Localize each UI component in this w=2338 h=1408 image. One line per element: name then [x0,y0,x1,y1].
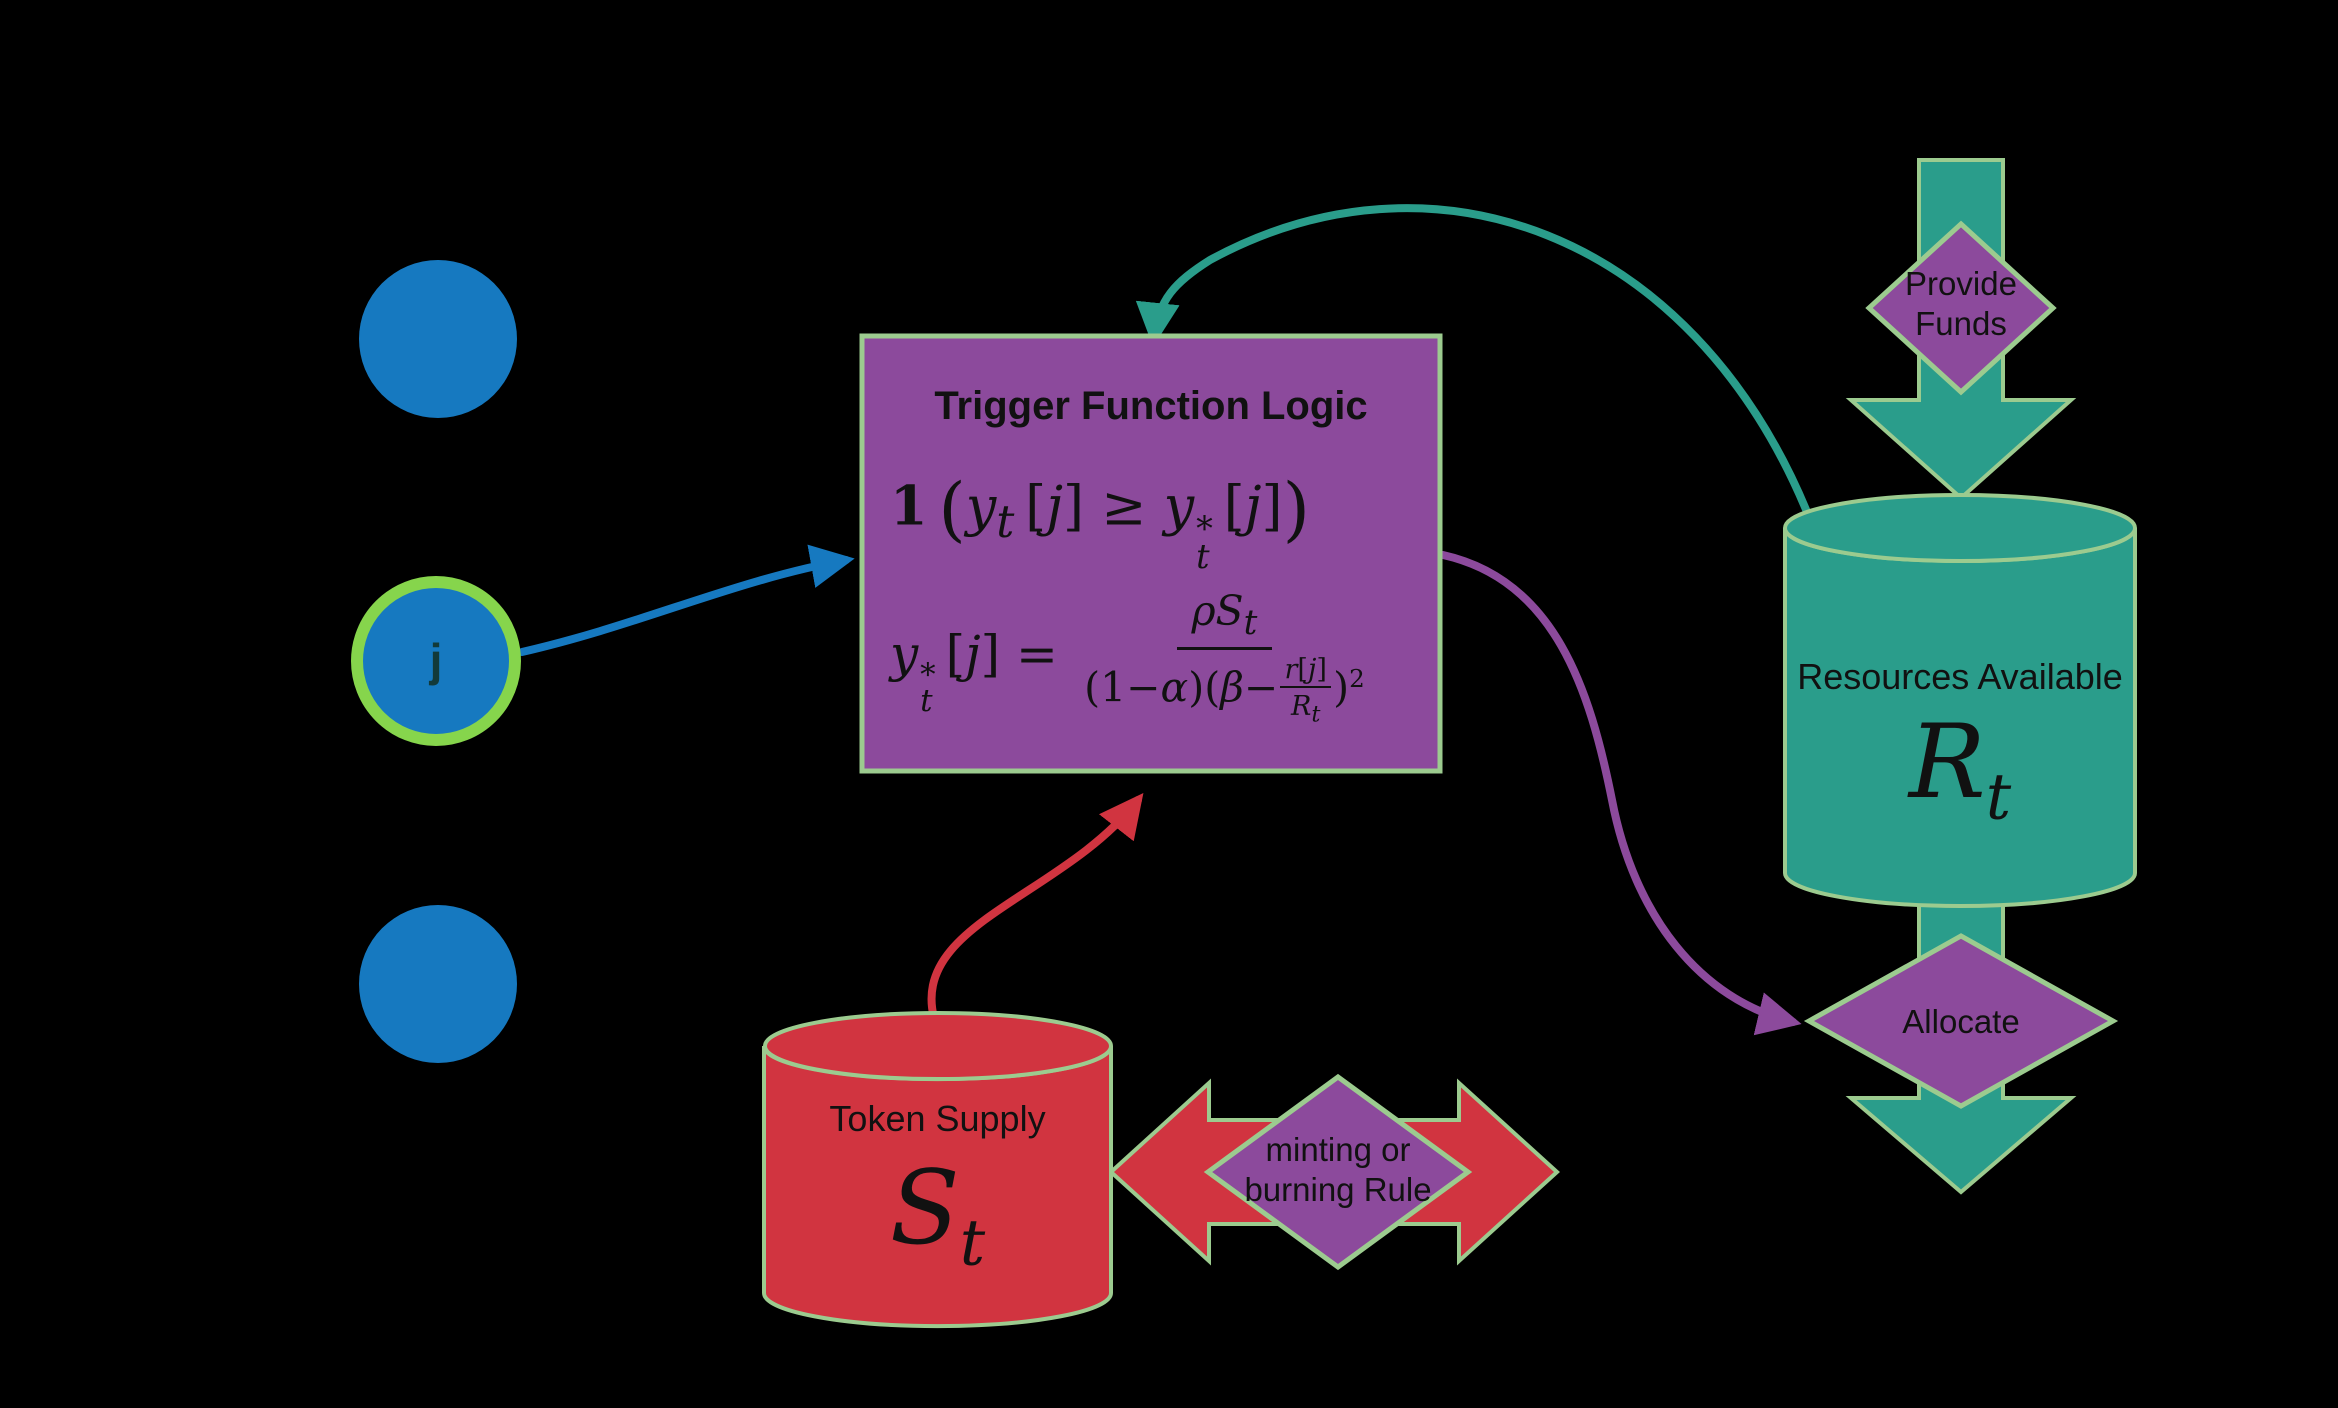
trigger-box-title: Trigger Function Logic [934,384,1368,428]
agent-to-trigger-arrow [518,544,855,656]
token-supply-label: Token Supply [829,1098,1046,1139]
agent-node-j [351,576,521,746]
minting-burning-diamond [1203,1073,1473,1271]
indicator-formula: 1 (yt [j] ≥ y*t [j]) [890,468,1310,577]
minting-burning-label: minting or burning Rule [1244,1131,1432,1209]
supply-to-trigger-arrow [927,793,1144,1032]
agent-node-bottom [359,905,517,1063]
token-supply-cylinder [762,1011,1113,1329]
provide-funds-label: Provide Funds [1905,265,2017,343]
threshold-formula: y*t [j] = ρSt(1−α)(β−r[j]Rt)2 [890,587,1365,728]
resources-label: Resources Available [1797,656,2123,697]
token-supply-symbol: St [889,1149,986,1280]
trigger-to-allocate-arrow [1439,551,1802,1036]
agent-j-label: j [429,634,443,686]
trigger-function-box [859,333,1443,774]
allocate-label: Allocate [1902,1003,2020,1040]
resources-cylinder [1783,493,2137,908]
resources-to-trigger-arrow [1135,204,1811,516]
agent-node-top [359,260,517,418]
provide-funds-diamond [1865,220,2057,396]
allocate-diamond [1803,933,2119,1109]
resources-symbol: Rt [1908,703,2012,834]
